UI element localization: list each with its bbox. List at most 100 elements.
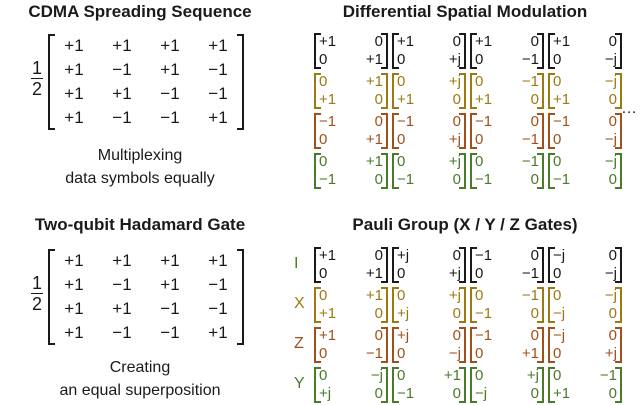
matrix-entry: 0 — [608, 113, 617, 130]
bracket-corner — [615, 67, 620, 69]
matrix-entry: 0 — [319, 367, 328, 384]
matrix-entry: 0 — [475, 287, 484, 304]
bracket-corner — [394, 247, 399, 249]
matrix-entry: +1 — [112, 36, 132, 55]
matrix-entry: 0 — [608, 247, 617, 264]
bracket-corner — [537, 107, 542, 109]
matrix-entry: 0 — [319, 153, 328, 170]
bracket-corner — [550, 287, 555, 289]
matrix-entry: +j — [319, 385, 332, 402]
matrix-entry: −1 — [475, 113, 493, 130]
bracket-corner — [394, 153, 399, 155]
bracket-corner — [550, 367, 555, 369]
matrix-entry: −1 — [475, 171, 493, 188]
matrix-entry: 0 — [397, 73, 406, 90]
matrix-entry: 0 — [397, 153, 406, 170]
matrix-entry: 0 — [452, 247, 461, 264]
matrix-entry: 0 — [475, 131, 484, 148]
matrix-entry: 0 — [475, 367, 484, 384]
bracket-corner — [394, 281, 399, 283]
bracket-corner — [550, 321, 555, 323]
matrix-entry: 0 — [475, 345, 484, 362]
cdma-matrix: +1+1+1+1+1−1+1−1+1+1−1−1+1−1−1+1 — [48, 34, 244, 130]
bracket-corner — [537, 67, 542, 69]
pauli-row-label: Y — [294, 375, 305, 392]
bracket-corner — [537, 367, 542, 369]
pauli-row-label: X — [294, 295, 305, 312]
matrix-entry: +1 — [112, 84, 132, 103]
matrix-entry: +1 — [64, 323, 84, 342]
bracket-corner — [316, 367, 321, 369]
pauli-title: Pauli Group (X / Y / Z Gates) — [352, 215, 578, 234]
bracket-corner — [615, 247, 620, 249]
bracket-corner — [316, 73, 321, 75]
matrix-entry: 0 — [397, 265, 406, 282]
matrix-entry: 0 — [530, 305, 539, 322]
bracket-corner — [316, 247, 321, 249]
bracket-corner — [472, 113, 477, 115]
bracket-corner — [472, 361, 477, 363]
matrix-entry: −1 — [208, 275, 228, 294]
bracket-corner — [615, 361, 620, 363]
matrix-entry: +j — [448, 73, 461, 90]
bracket-corner — [615, 187, 620, 189]
bracket-corner — [316, 147, 321, 149]
bracket-corner — [615, 73, 620, 75]
bracket-corner — [316, 287, 321, 289]
bracket-corner — [316, 113, 321, 115]
bracket-corner — [316, 281, 321, 283]
matrix-entry: −j — [553, 327, 566, 344]
bracket-corner — [316, 33, 321, 35]
bracket-corner — [472, 67, 477, 69]
bracket-corner — [472, 187, 477, 189]
bracket-corner — [381, 367, 386, 369]
fraction-denominator: 2 — [31, 79, 42, 99]
bracket-corner — [237, 128, 242, 130]
matrix-entry: 0 — [319, 287, 328, 304]
matrix-entry: +1 — [160, 60, 180, 79]
matrix-entry: −1 — [397, 171, 415, 188]
bracket-corner — [615, 107, 620, 109]
bracket-corner — [459, 67, 464, 69]
fraction-bar — [31, 78, 43, 79]
bracket-corner — [537, 153, 542, 155]
bracket-corner — [394, 187, 399, 189]
matrix-entry: +1 — [365, 131, 383, 148]
matrix-entry: +1 — [319, 247, 337, 264]
matrix-entry: −1 — [160, 323, 180, 342]
matrix-entry: +1 — [319, 91, 337, 108]
matrix-entry: +1 — [64, 60, 84, 79]
bracket-corner — [459, 287, 464, 289]
bracket-corner — [394, 327, 399, 329]
hadamard-title: Two-qubit Hadamard Gate — [34, 215, 246, 234]
matrix-entry: +j — [448, 51, 461, 68]
matrix-entry: 0 — [553, 287, 562, 304]
matrix-entry: 0 — [553, 345, 562, 362]
matrix-entry: +1 — [208, 323, 228, 342]
matrix-entry: 0 — [530, 385, 539, 402]
matrix-entry: +j — [448, 153, 461, 170]
matrix-entry: +1 — [64, 275, 84, 294]
matrix-entry: 0 — [608, 91, 617, 108]
bracket-corner — [459, 281, 464, 283]
matrix-entry: 0 — [530, 247, 539, 264]
bracket-corner — [316, 187, 321, 189]
bracket-corner — [472, 281, 477, 283]
caption-line: Multiplexing — [97, 147, 183, 164]
bracket-corner — [381, 281, 386, 283]
matrix-entry: 0 — [530, 327, 539, 344]
matrix-entry: 0 — [319, 265, 328, 282]
matrix-entry: 0 — [452, 91, 461, 108]
bracket-corner — [381, 287, 386, 289]
bracket-corner — [472, 287, 477, 289]
bracket-corner — [459, 73, 464, 75]
